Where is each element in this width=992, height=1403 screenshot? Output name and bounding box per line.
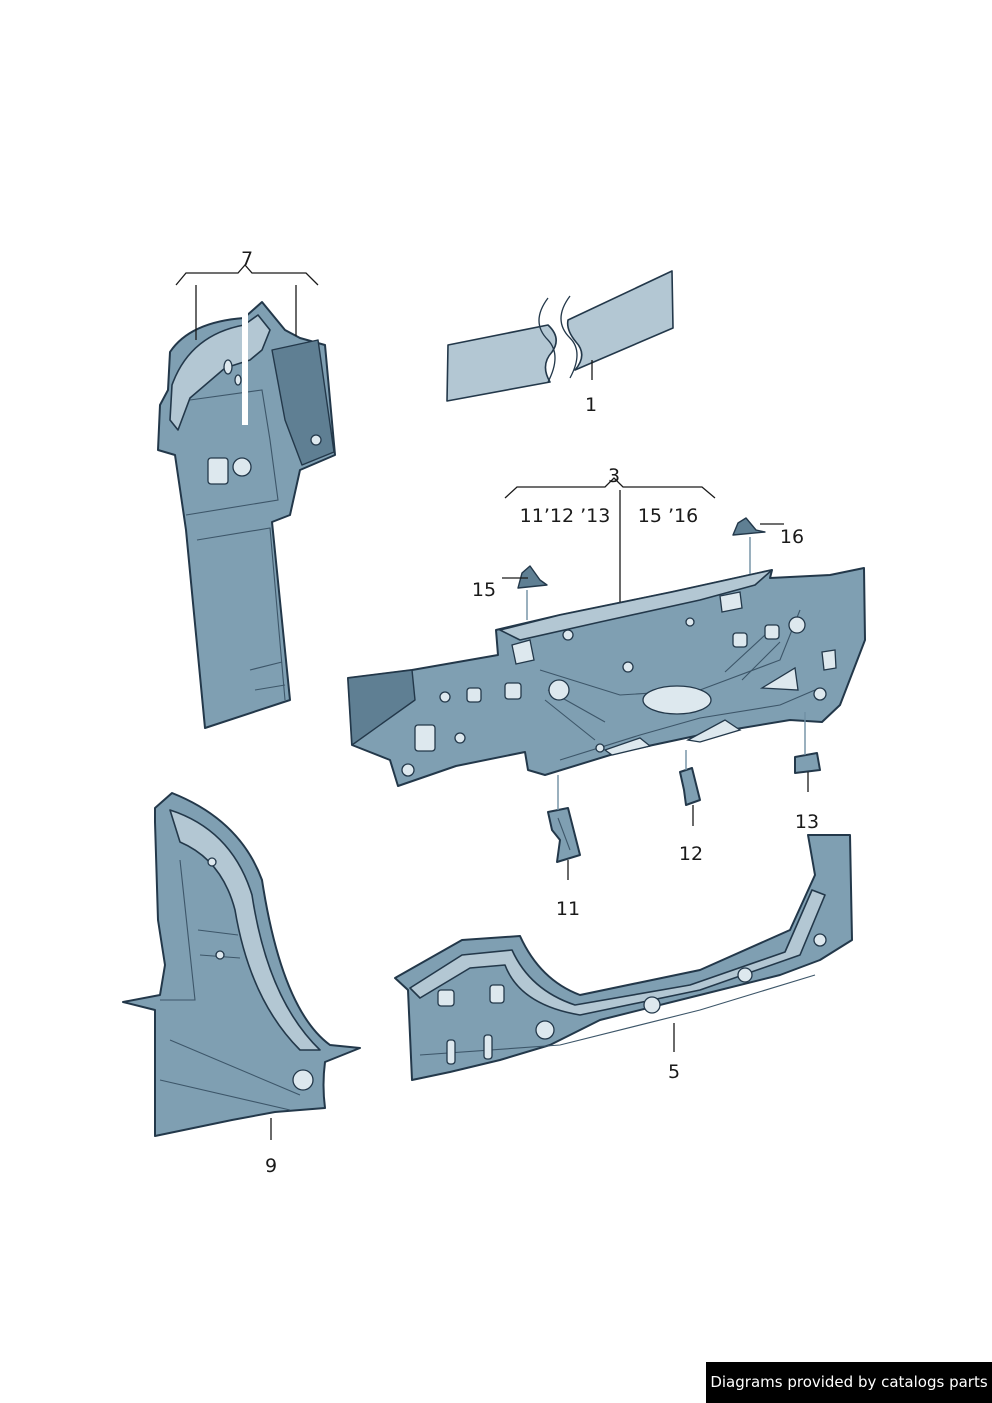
callout-9: 9 bbox=[265, 1155, 277, 1177]
callout-5: 5 bbox=[668, 1061, 680, 1083]
leader-lines bbox=[175, 264, 809, 1140]
part-12-bracket bbox=[679, 767, 701, 806]
callout-11: 11 bbox=[556, 898, 580, 920]
callout-3: 3 bbox=[608, 465, 620, 487]
footer-credit: Diagrams provided by catalogs parts bbox=[706, 1362, 992, 1403]
part-5-crossmember bbox=[394, 834, 853, 1081]
callout-16: 16 bbox=[780, 526, 804, 548]
part-3-rear-panel bbox=[347, 567, 866, 787]
part-9-side-panel bbox=[122, 792, 361, 1137]
callout-group3-right: 15 ’16 bbox=[638, 505, 698, 527]
callout-15: 15 bbox=[472, 579, 496, 601]
callout-7: 7 bbox=[241, 248, 253, 270]
part-16-bracket bbox=[732, 517, 766, 536]
part-11-bracket bbox=[547, 807, 581, 863]
callout-12: 12 bbox=[679, 843, 703, 865]
part-1-strip bbox=[446, 270, 674, 402]
callout-group3-left: 11’12 ’13 bbox=[520, 505, 611, 527]
part-13-bracket bbox=[794, 752, 821, 774]
part-7-pillar bbox=[157, 270, 336, 729]
part-15-bracket bbox=[517, 565, 548, 589]
callout-1: 1 bbox=[585, 394, 597, 416]
callout-13: 13 bbox=[795, 811, 819, 833]
